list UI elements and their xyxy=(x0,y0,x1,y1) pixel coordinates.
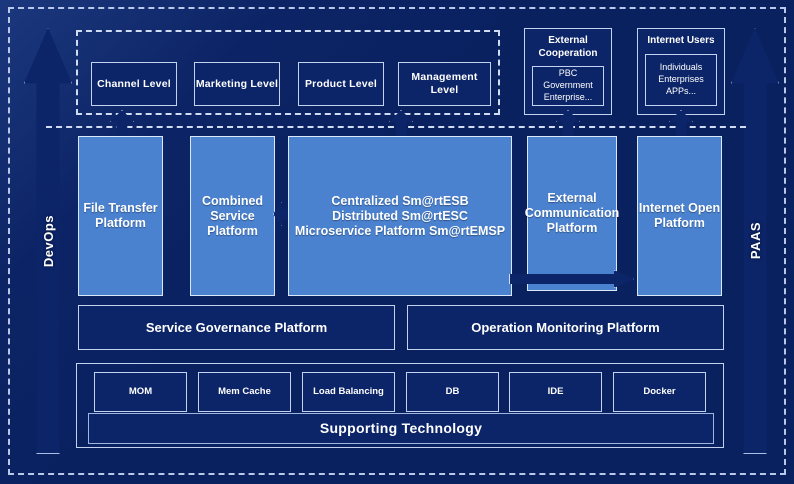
external-cooperation-box[interactable]: External Cooperation PBC Government Ente… xyxy=(524,28,612,115)
platform-label: File Transfer Platform xyxy=(83,201,158,230)
paas-arrow-label: PAAS xyxy=(747,222,763,260)
internet-users-box[interactable]: Internet Users Individuals Enterprises A… xyxy=(637,28,725,115)
level-label: Marketing Level xyxy=(195,77,279,90)
supporting-technology-banner[interactable]: Supporting Technology xyxy=(88,413,714,444)
tech-box-mem-cache[interactable]: Mem Cache xyxy=(198,372,291,412)
internet-users-title: Internet Users xyxy=(647,35,715,46)
tech-box-load-balancing[interactable]: Load Balancing xyxy=(302,372,395,412)
internet-users-detail: Individuals Enterprises APPs... xyxy=(658,62,704,96)
tech-box-db[interactable]: DB xyxy=(406,372,499,412)
external-cooperation-detail: PBC Government Enterprise... xyxy=(543,68,593,102)
platform-label-line-3: Microservice Platform Sm@rtEMSP xyxy=(294,223,506,238)
tech-label: Mem Cache xyxy=(218,386,271,398)
platform-box-esb-core[interactable]: Centralized Sm@rtESB Distributed Sm@rtES… xyxy=(288,136,512,296)
tech-label: Load Balancing xyxy=(313,386,384,398)
external-cooperation-detail-box: PBC Government Enterprise... xyxy=(532,66,604,106)
tech-label: IDE xyxy=(547,386,564,398)
platform-label: Internet Open Platform xyxy=(638,201,721,230)
platform-box-file-transfer[interactable]: File Transfer Platform xyxy=(78,136,163,296)
business-levels-frame xyxy=(76,30,500,115)
tech-box-mom[interactable]: MOM xyxy=(94,372,187,412)
platform-box-combined-service[interactable]: Combined Service Platform xyxy=(190,136,275,296)
external-cooperation-title: External Cooperation xyxy=(538,35,598,59)
devops-arrow-label: DevOps xyxy=(40,214,56,268)
level-box-management[interactable]: Management Level xyxy=(398,62,491,106)
operation-monitoring-platform-box[interactable]: Operation Monitoring Platform xyxy=(407,305,724,350)
level-label: Product Level xyxy=(304,77,378,90)
platform-box-external-communication[interactable]: External Communication Platform xyxy=(524,136,620,291)
platform-label-line-1: Centralized Sm@rtESB xyxy=(331,193,469,208)
supporting-technology-label: Supporting Technology xyxy=(319,420,483,437)
management-label: Operation Monitoring Platform xyxy=(471,319,660,335)
service-governance-platform-box[interactable]: Service Governance Platform xyxy=(78,305,395,350)
platform-label-line-2: Distributed Sm@rtESC xyxy=(332,208,468,223)
platform-label: External Communication Platform xyxy=(524,191,620,235)
level-label: Channel Level xyxy=(97,77,171,90)
supporting-technology-frame xyxy=(76,363,724,448)
internet-users-detail-box: Individuals Enterprises APPs... xyxy=(645,54,717,106)
platform-box-internet-open[interactable]: Internet Open Platform xyxy=(637,136,722,296)
level-box-marketing[interactable]: Marketing Level xyxy=(194,62,280,106)
level-box-channel[interactable]: Channel Level xyxy=(91,62,177,106)
platform-label: Combined Service Platform xyxy=(201,193,264,238)
tech-box-ide[interactable]: IDE xyxy=(509,372,602,412)
tech-label: DB xyxy=(445,386,460,398)
outer-dashed-frame xyxy=(8,7,786,475)
level-label: Management Level xyxy=(411,71,478,96)
tech-box-docker[interactable]: Docker xyxy=(613,372,706,412)
tech-label: MOM xyxy=(128,386,153,398)
management-label: Service Governance Platform xyxy=(145,319,328,335)
tech-label: Docker xyxy=(643,386,676,398)
level-box-product[interactable]: Product Level xyxy=(298,62,384,106)
